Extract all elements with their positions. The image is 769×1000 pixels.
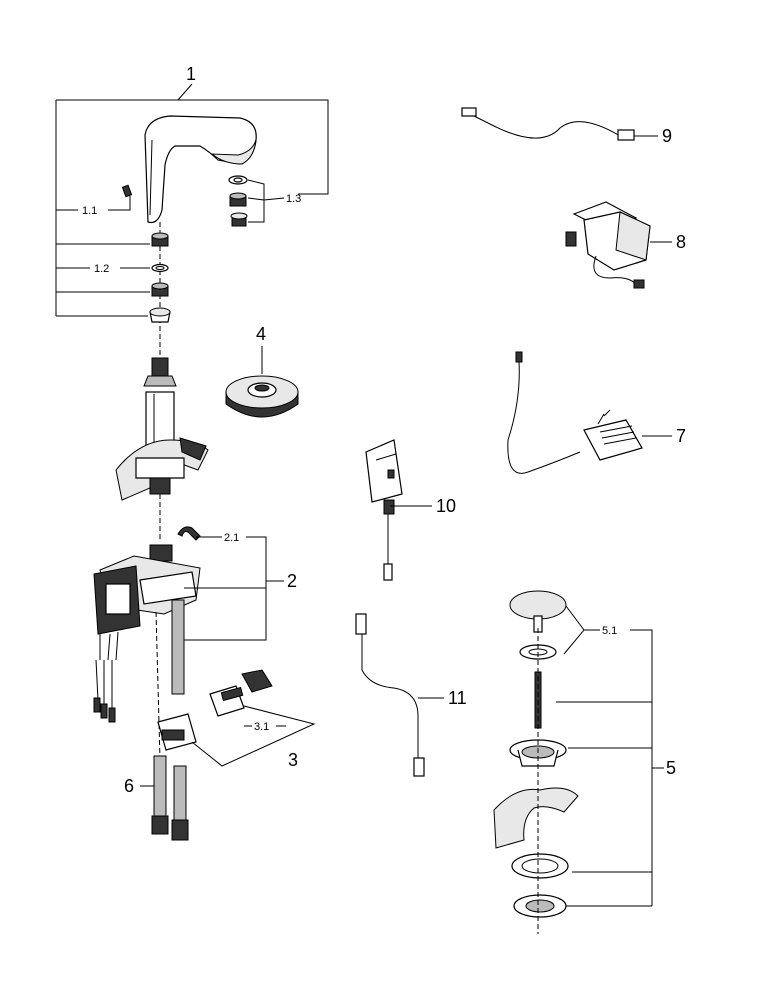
- callout-10: 10: [436, 496, 456, 516]
- part-1-1-set-screw: [121, 184, 133, 198]
- part-2-supply-hoses: [155, 599, 185, 761]
- part-5-1-pop-up-plug: [509, 590, 567, 660]
- part-8-control-box: [565, 201, 651, 289]
- callout-5-1: 5.1: [602, 625, 617, 637]
- callout-3: 3: [288, 750, 298, 770]
- part-1-3-aerator-set: [228, 175, 248, 227]
- callout-1: 1: [186, 64, 196, 84]
- faucet-body-tube: [115, 357, 209, 540]
- callout-5: 5: [666, 758, 676, 778]
- callout-7: 7: [676, 426, 686, 446]
- callout-1-3: 1.3: [286, 193, 301, 205]
- callout-8: 8: [676, 232, 686, 252]
- part-6-connection-hoses: [151, 755, 189, 841]
- callout-4: 4: [256, 324, 266, 344]
- callout-3-1: 3.1: [254, 721, 269, 733]
- part-11-extension-cable: [355, 613, 425, 777]
- part-4-control-knob: [225, 375, 299, 418]
- part-7-power-adapter: [507, 351, 643, 474]
- part-2-1-clip: [177, 526, 201, 541]
- part-10-sensor: [365, 439, 403, 581]
- part-1-mounting-parts: [149, 222, 171, 360]
- part-9-cable: [461, 107, 635, 141]
- callout-2: 2: [287, 571, 297, 591]
- part-5-drain-parts: [493, 628, 579, 934]
- callout-1-2: 1.2: [94, 263, 109, 275]
- part-1-faucet-spout: [144, 115, 257, 224]
- callout-9: 9: [662, 126, 672, 146]
- callout-2-1: 2.1: [224, 532, 239, 544]
- callout-6: 6: [124, 776, 134, 796]
- callout-1-1: 1.1: [82, 205, 97, 217]
- callout-11: 11: [448, 688, 467, 708]
- part-3-electronic-module: [157, 669, 273, 751]
- cable-connectors: [93, 659, 116, 723]
